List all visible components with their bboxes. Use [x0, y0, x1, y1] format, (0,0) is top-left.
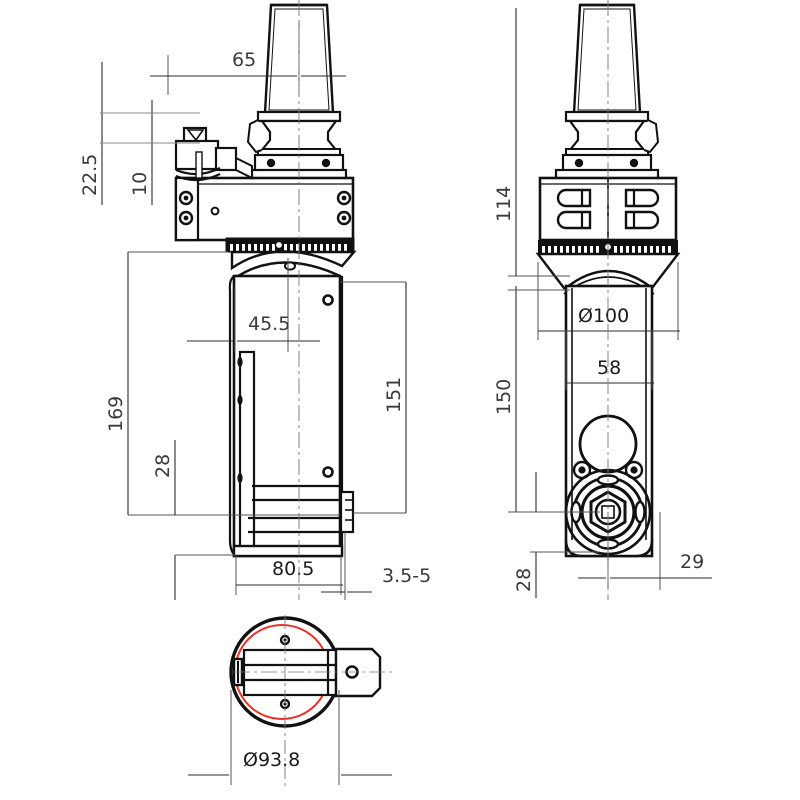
- dimension-29: 29: [578, 512, 712, 590]
- dimension-28-front-label: 28: [152, 454, 174, 478]
- dimension-d100: Ø100: [537, 262, 680, 340]
- dimension-28-side: 28: [513, 472, 600, 598]
- dimension-150-label: 150: [493, 379, 515, 415]
- side-flange-stack: [554, 110, 660, 181]
- dimension-151: 151: [340, 281, 407, 514]
- dimension-29-label: 29: [680, 551, 704, 573]
- dimension-65: 65: [150, 20, 346, 95]
- dimension-28-front: 28: [152, 440, 236, 600]
- side-taper-shank: [572, 3, 642, 115]
- dimension-80-5: 80.5: [235, 556, 343, 595]
- dimension-114: 114: [493, 8, 570, 277]
- dimension-80-5-label: 80.5: [272, 558, 314, 580]
- dimension-22-5-label: 22.5: [79, 154, 101, 196]
- dimension-d93-8-label: Ø93.8: [243, 749, 300, 771]
- front-view-dimensions: 65 22.5 10 169 28: [79, 20, 431, 600]
- dimension-45-5-label: 45.5: [248, 313, 290, 335]
- dimension-58-label: 58: [597, 357, 621, 379]
- dimension-114-label: 114: [493, 186, 515, 222]
- dimension-28-side-label: 28: [513, 568, 535, 592]
- front-adjuster-knob: [174, 126, 253, 182]
- dimension-3-5-5-label: 3.5-5: [382, 565, 431, 587]
- dimension-d100-label: Ø100: [578, 305, 629, 327]
- front-head-housing: [174, 176, 355, 242]
- front-arched-shoulder: [230, 250, 357, 279]
- dimension-65-label: 65: [232, 49, 256, 71]
- bottom-view: [229, 615, 382, 790]
- dimension-169-label: 169: [105, 396, 127, 432]
- dimension-45-5: 45.5: [187, 258, 320, 352]
- front-body-column: [228, 274, 355, 558]
- dimension-58: 58: [565, 330, 654, 390]
- centrelines: [234, 0, 609, 673]
- dimension-151-label: 151: [383, 377, 405, 413]
- front-serration-ring: [225, 237, 355, 253]
- side-view-dimensions: 114 Ø100 58 150 28: [493, 8, 712, 598]
- dimension-3-5-5: 3.5-5: [321, 532, 431, 600]
- dimension-10: 10: [129, 100, 200, 205]
- dimension-150: 150: [493, 286, 600, 513]
- dimension-10-label: 10: [129, 172, 151, 196]
- dimension-169: 169: [105, 251, 340, 516]
- bottom-view-dimensions: Ø93.8: [188, 690, 392, 785]
